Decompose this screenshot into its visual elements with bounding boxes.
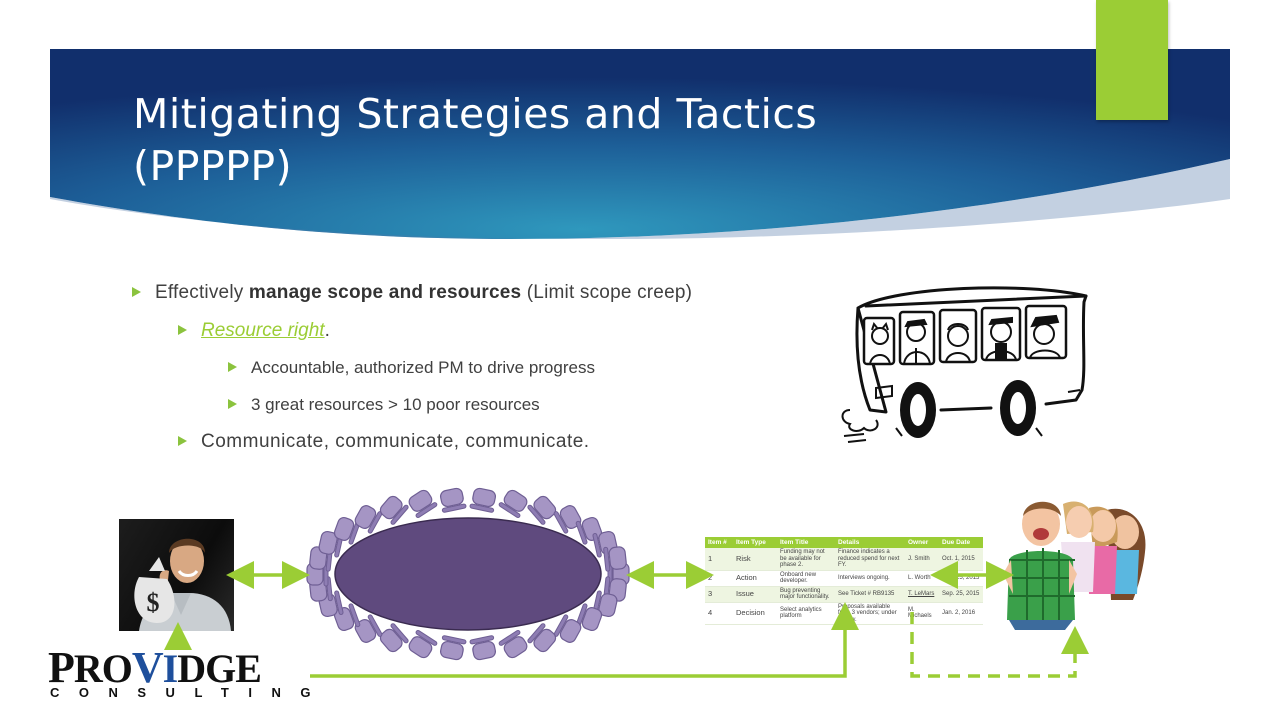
table-cell: 3 [705,586,733,603]
table-cell: Jan. 2, 2016 [939,602,983,625]
conference-table [334,517,602,631]
chair [439,487,467,513]
bullet-arrow-icon [228,362,237,372]
table-cell: Action [733,570,777,587]
bullet-arrow-icon [178,436,187,446]
chair [333,516,361,545]
chair [408,629,438,659]
chair [408,489,438,519]
chair [469,635,497,661]
table-cell: Sep. 25, 2015 [939,586,983,603]
chair [469,487,497,513]
money-man-photo: $ [119,519,234,631]
col-header: Item Type [733,537,777,548]
table-cell: 4 [705,602,733,625]
slide-title: Mitigating Strategies and Tactics (PPPPP… [133,88,1033,192]
title-line-1: Mitigating Strategies and Tactics [133,90,818,138]
table-row: 4 Decision Select analytics platform Pro… [705,602,983,625]
table-cell: T. LeMars [905,586,939,603]
table-cell: 2 [705,570,733,587]
happy-kids-photo [1003,501,1146,630]
table-cell: Select analytics platform [777,602,835,625]
table-cell: Onboard new developer. [777,570,835,587]
logo-subtitle: CONSULTING [50,685,330,700]
table-row: 3 Issue Bug preventing major functionali… [705,586,983,603]
chair [498,629,528,659]
chair [379,495,409,525]
issue-log-table: Item # Item Type Item Title Details Owne… [705,537,983,625]
chair [498,489,528,519]
table-cell: Decision [733,602,777,625]
dollar-sign-icon: $ [147,588,160,617]
bus-illustration [841,286,1088,443]
bullet-arrow-icon [228,399,237,409]
bullet-great-resources: 3 great resources > 10 poor resources [228,395,540,415]
title-line-2: (PPPPP) [133,142,293,190]
table-cell: J. Smith [905,548,939,571]
accent-tab [1096,0,1168,120]
bullet-arrow-icon [132,287,141,297]
chair [527,495,557,525]
table-cell: 1 [705,548,733,571]
table-cell: Sep. 25, 2015 [939,570,983,587]
table-cell: Oct. 1, 2015 [939,548,983,571]
table-cell: Interviews ongoing. [835,570,905,587]
table-cell: Issue [733,586,777,603]
providge-consulting-logo: PROVIDGE CONSULTING [48,643,310,701]
table-cell: L. Worth [905,570,939,587]
table-cell: M. Michaels [905,602,939,625]
table-cell: Bug preventing major functionality. [777,586,835,603]
table-row: 1 Risk Funding may not be available for … [705,548,983,571]
col-header: Item Title [777,537,835,548]
col-header: Owner [905,537,939,548]
bullet-accountable-pm: Accountable, authorized PM to drive prog… [228,358,595,378]
resource-right-link[interactable]: Resource right [201,320,325,341]
conference-table-illustration [306,487,630,661]
table-row: 2 Action Onboard new developer. Intervie… [705,570,983,587]
table-cell: Finance indicates a reduced spend for ne… [835,548,905,571]
table-cell: Risk [733,548,777,571]
chair [439,635,467,661]
table-cell: Proposals available from 3 vendors; unde… [835,602,905,625]
money-man-illustration: $ [134,538,231,631]
col-header: Due Date [939,537,983,548]
title-banner [50,49,1230,239]
table-cell: Funding may not be available for phase 2… [777,548,835,571]
col-header: Item # [705,537,733,548]
chair [603,546,627,572]
logo-wordmark: PROVIDGE [48,643,262,692]
bullet-resource-right: Resource right. [178,320,330,342]
bullet-bold-text: manage scope and resources [248,282,522,303]
bullet-manage-scope: Effectively manage scope and resources (… [132,282,692,304]
chair [527,623,557,653]
bullet-communicate: Communicate, communicate, communicate. [178,431,590,453]
table-cell: See Ticket # RB9135 [835,586,905,603]
table-header-row: Item # Item Type Item Title Details Owne… [705,537,983,548]
col-header: Details [835,537,905,548]
chair [379,623,409,653]
bullet-arrow-icon [178,325,187,335]
